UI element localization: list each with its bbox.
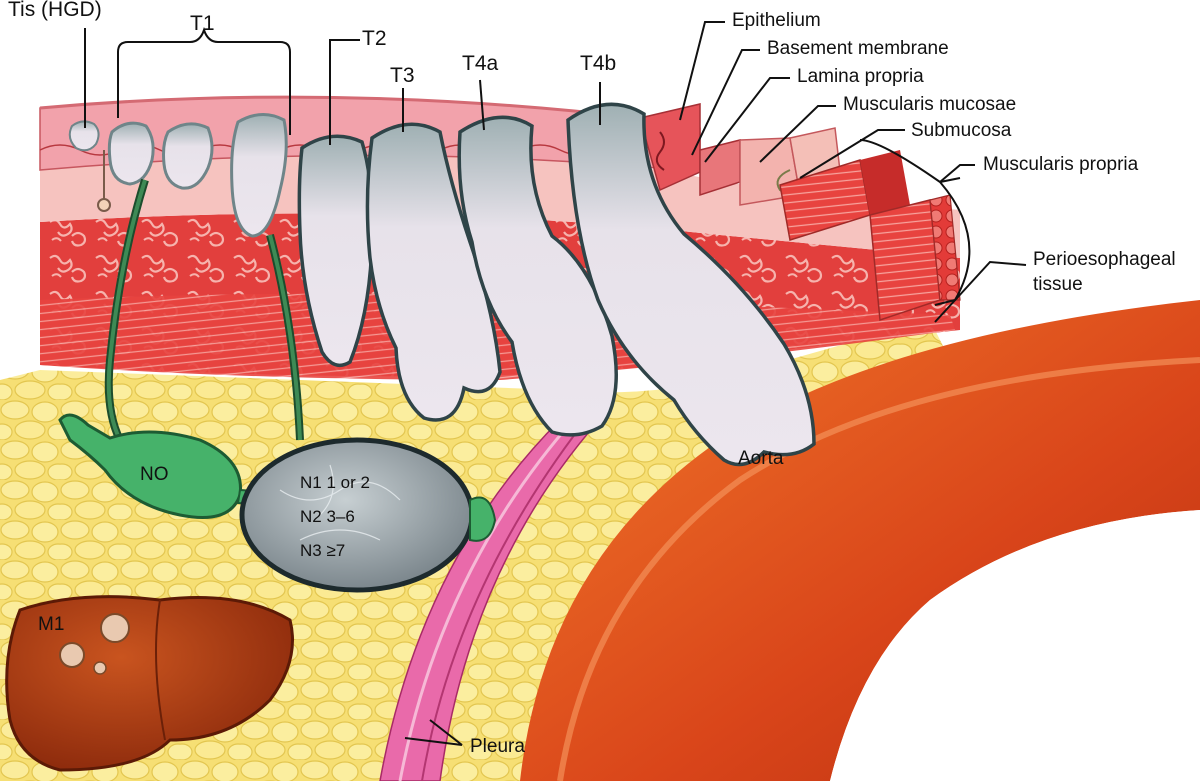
label-submucosa: Submucosa bbox=[911, 120, 1012, 141]
lamina-propria-leader bbox=[704, 77, 790, 163]
label-m1: M1 bbox=[38, 614, 64, 635]
label-t4b: T4b bbox=[580, 52, 616, 75]
tumor-t1 bbox=[107, 113, 288, 238]
tumor-tis bbox=[68, 120, 100, 152]
pleura-leader bbox=[404, 719, 463, 746]
label-lamina-propria: Lamina propria bbox=[797, 66, 924, 87]
label-t4a: T4a bbox=[462, 52, 499, 75]
tumor-t4a bbox=[457, 115, 618, 437]
label-epithelium: Epithelium bbox=[732, 10, 821, 31]
label-muscularis-mucosae: Muscularis mucosae bbox=[843, 94, 1016, 115]
tumor-t2 bbox=[297, 134, 375, 368]
label-tis: Tis (HGD) bbox=[8, 0, 102, 21]
label-n1: N1 1 or 2 bbox=[300, 473, 370, 492]
label-basement-membrane: Basement membrane bbox=[767, 38, 949, 59]
liver bbox=[5, 595, 294, 772]
label-periesophageal-line2: tissue bbox=[1033, 274, 1083, 295]
t1-bracket bbox=[117, 26, 291, 135]
label-t3: T3 bbox=[390, 64, 415, 87]
label-t1: T1 bbox=[190, 12, 215, 35]
muscularis-propria-leader bbox=[939, 164, 975, 183]
muscularis-propria-bracket bbox=[859, 139, 971, 306]
label-n3: N3 ≥7 bbox=[300, 541, 345, 560]
submucosa-leader bbox=[799, 129, 905, 179]
label-n2: N2 3–6 bbox=[300, 507, 355, 526]
tumor-t3 bbox=[365, 122, 502, 422]
aorta-arch bbox=[520, 300, 1200, 781]
label-aorta: Aorta bbox=[738, 448, 784, 469]
t2-leader bbox=[329, 39, 360, 145]
epithelium-leader bbox=[679, 21, 725, 121]
periesophageal-leader bbox=[934, 260, 1027, 323]
tumor-t4b bbox=[566, 102, 816, 467]
label-periesophageal-line1: Perioesophageal bbox=[1033, 249, 1176, 270]
label-pleura: Pleura bbox=[470, 736, 525, 757]
label-muscularis-propria: Muscularis propria bbox=[983, 154, 1139, 175]
leader-lines bbox=[84, 21, 1027, 746]
aorta-lumen bbox=[830, 510, 1200, 781]
label-n0: NO bbox=[140, 464, 169, 485]
label-t2: T2 bbox=[362, 27, 387, 50]
t4a-leader bbox=[479, 79, 485, 131]
basement-membrane-leader bbox=[691, 49, 760, 156]
lymph-node-n1 bbox=[239, 437, 497, 593]
muscularis-mucosae-leader bbox=[759, 105, 836, 163]
